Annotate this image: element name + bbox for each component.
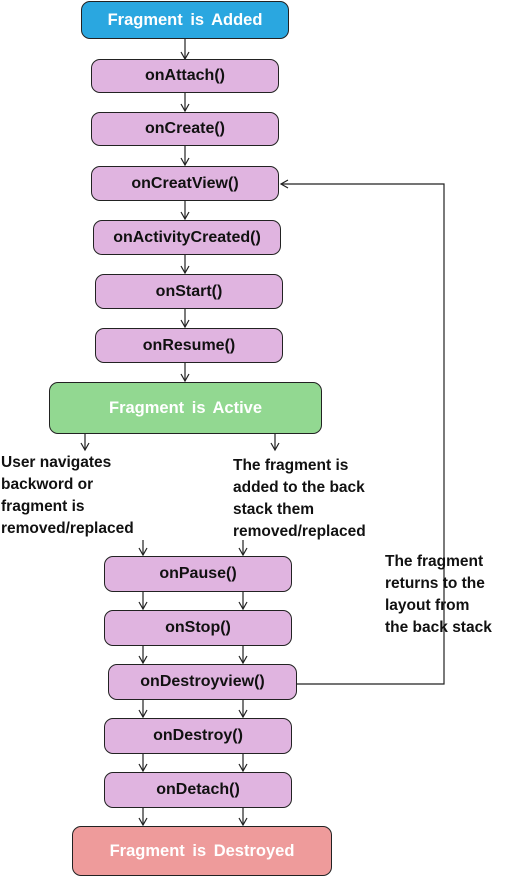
onstop-label: onStop() [165, 619, 231, 636]
note-returns-from-back-stack: The fragment returns to the layout from … [385, 553, 492, 636]
note-added-to-back-stack: The fragment is added to the back stack … [233, 457, 366, 540]
oncreate-node: onCreate() [91, 112, 279, 146]
fragment-destroyed-label: Fragment is Destroyed [109, 841, 295, 860]
oncreate-label: onCreate() [144, 120, 225, 137]
onresume-node: onResume() [95, 328, 283, 363]
onstart-node: onStart() [95, 274, 283, 309]
onstart-label: onStart() [155, 282, 223, 300]
onpause-label: onPause() [159, 565, 237, 582]
onpause-node: onPause() [104, 556, 292, 592]
ondestroyview-label: onDestroyview() [140, 673, 265, 690]
ondestroyview-node: onDestroyview() [108, 664, 297, 700]
fragment-added-label: Fragment is Added [107, 10, 263, 29]
ondetach-node: onDetach() [104, 772, 292, 808]
onattach-label: onAttach() [145, 67, 225, 84]
oncreatview-label: onCreatView() [131, 174, 239, 192]
onactivitycreated-node: onActivityCreated() [93, 220, 281, 255]
oncreatview-node: onCreatView() [91, 166, 279, 201]
ondestroy-label: onDestroy() [153, 727, 243, 744]
onactivitycreated-label: onActivityCreated() [113, 228, 261, 246]
onresume-label: onResume() [142, 336, 236, 354]
fragment-active-node: Fragment is Active [49, 382, 322, 434]
onstop-node: onStop() [104, 610, 292, 646]
fragment-added-node: Fragment is Added [81, 1, 289, 39]
arrow-back-stack-loop [279, 179, 445, 685]
fragment-destroyed-node: Fragment is Destroyed [72, 826, 332, 876]
ondestroy-node: onDestroy() [104, 718, 292, 754]
onattach-node: onAttach() [91, 59, 279, 93]
note-user-navigates: User navigates backword or fragment is r… [1, 454, 134, 537]
ondetach-label: onDetach() [156, 781, 240, 798]
fragment-active-label: Fragment is Active [108, 398, 263, 417]
